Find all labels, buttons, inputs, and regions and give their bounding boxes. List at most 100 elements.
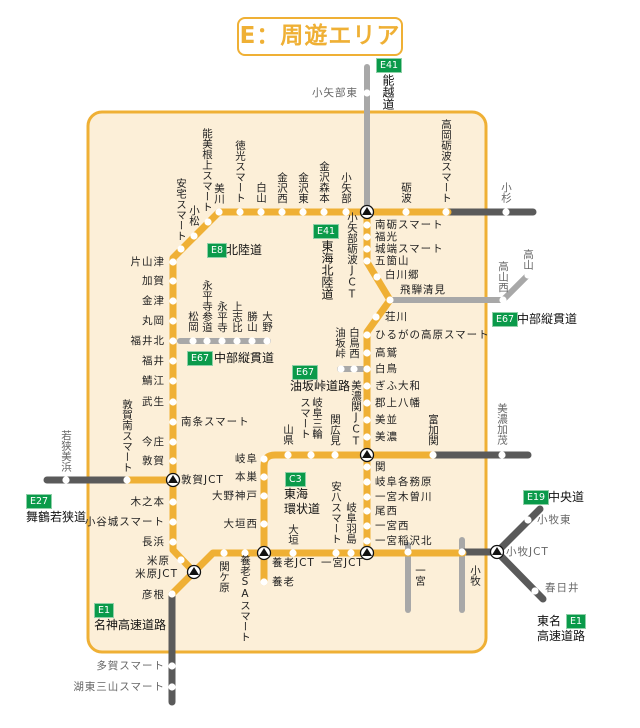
station-dot[interactable] [203, 337, 211, 345]
jct-icon[interactable] [165, 472, 181, 488]
station-label: 武生 [142, 396, 165, 408]
station-dot[interactable] [263, 337, 271, 345]
station-dot[interactable] [190, 232, 198, 240]
station-label: 白鳥西 [348, 326, 360, 359]
station-dot[interactable] [373, 273, 381, 281]
station-dot[interactable] [402, 208, 410, 216]
station-dot[interactable] [241, 549, 249, 557]
station-dot[interactable] [278, 208, 286, 216]
station-dot[interactable] [363, 331, 371, 339]
station-dot[interactable] [169, 377, 177, 385]
station-dot[interactable] [347, 549, 355, 557]
station-dot[interactable] [363, 537, 371, 545]
route-name-aburazaka: 油坂峠道路 [290, 379, 351, 393]
station-label: 五箇山 [375, 255, 410, 267]
station-dot[interactable] [363, 478, 371, 486]
station-dot[interactable] [189, 337, 197, 345]
station-dot[interactable] [248, 337, 256, 345]
station-dot[interactable] [177, 245, 185, 253]
station-dot[interactable] [363, 233, 371, 241]
jct-icon[interactable] [489, 544, 505, 560]
station-dot[interactable] [168, 683, 176, 691]
station-dot[interactable] [169, 518, 177, 526]
jct-icon[interactable] [359, 447, 375, 463]
station-dot[interactable] [169, 498, 177, 506]
route-meishin[interactable] [168, 549, 371, 598]
jct-icon[interactable] [359, 545, 375, 561]
station-label: 勝山 [246, 311, 258, 332]
station-dot[interactable] [363, 365, 371, 373]
station-dot[interactable] [524, 516, 532, 524]
station-dot[interactable] [204, 218, 212, 226]
station-dot[interactable] [350, 365, 358, 373]
station-dot[interactable] [168, 590, 176, 598]
station-dot[interactable] [284, 451, 292, 459]
jct-icon[interactable] [256, 545, 272, 561]
station-dot[interactable] [260, 455, 268, 463]
station-dot[interactable] [363, 507, 371, 515]
station-dot[interactable] [257, 208, 265, 216]
station-dot[interactable] [363, 433, 371, 441]
station-dot[interactable] [62, 476, 70, 484]
station-dot[interactable] [331, 451, 339, 459]
station-dot[interactable] [363, 89, 371, 97]
station-dot[interactable] [177, 556, 185, 564]
station-dot[interactable] [363, 349, 371, 357]
station-dot[interactable] [168, 662, 176, 670]
station-dot[interactable] [169, 317, 177, 325]
station-dot[interactable] [169, 398, 177, 406]
station-dot[interactable] [363, 463, 371, 471]
station-label: 大垣 [287, 524, 299, 545]
station-dot[interactable] [524, 271, 532, 279]
station-dot[interactable] [169, 418, 177, 426]
station-dot[interactable] [169, 337, 177, 345]
station-dot[interactable] [123, 476, 131, 484]
jct-icon[interactable] [186, 564, 202, 580]
station-dot[interactable] [342, 208, 350, 216]
station-dot[interactable] [499, 296, 507, 304]
station-dot[interactable] [320, 208, 328, 216]
station-dot[interactable] [404, 548, 412, 556]
station-dot[interactable] [363, 522, 371, 530]
station-dot[interactable] [429, 451, 437, 459]
station-label: 高岡砺波スマート [440, 119, 452, 203]
station-dot[interactable] [289, 549, 297, 557]
station-dot[interactable] [531, 587, 539, 595]
station-dot[interactable] [372, 313, 380, 321]
station-dot[interactable] [363, 221, 371, 229]
station-dot[interactable] [458, 548, 466, 556]
station-dot[interactable] [260, 578, 268, 586]
station-dot[interactable] [337, 365, 345, 373]
station-dot[interactable] [363, 399, 371, 407]
station-dot[interactable] [169, 357, 177, 365]
station-dot[interactable] [332, 549, 340, 557]
station-dot[interactable] [169, 258, 177, 266]
station-dot[interactable] [363, 245, 371, 253]
route-name-chubu-west: 中部縦貫道 [214, 351, 275, 365]
station-dot[interactable] [169, 457, 177, 465]
station-dot[interactable] [442, 208, 450, 216]
station-dot[interactable] [169, 277, 177, 285]
station-dot[interactable] [236, 208, 244, 216]
station-dot[interactable] [363, 416, 371, 424]
station-dot[interactable] [215, 208, 223, 216]
route-name-tomei-2: 高速道路 [537, 629, 586, 643]
station-dot[interactable] [363, 257, 371, 265]
station-dot[interactable] [260, 520, 268, 528]
station-dot[interactable] [386, 296, 394, 304]
station-dot[interactable] [169, 538, 177, 546]
station-dot[interactable] [233, 337, 241, 345]
station-dot[interactable] [169, 297, 177, 305]
station-dot[interactable] [363, 382, 371, 390]
station-dot[interactable] [502, 208, 510, 216]
station-dot[interactable] [498, 451, 506, 459]
station-dot[interactable] [260, 473, 268, 481]
station-dot[interactable] [260, 492, 268, 500]
jct-icon[interactable] [359, 204, 375, 220]
station-dot[interactable] [169, 438, 177, 446]
station-dot[interactable] [220, 549, 228, 557]
station-dot[interactable] [218, 337, 226, 345]
station-dot[interactable] [363, 493, 371, 501]
station-dot[interactable] [299, 208, 307, 216]
station-dot[interactable] [307, 451, 315, 459]
